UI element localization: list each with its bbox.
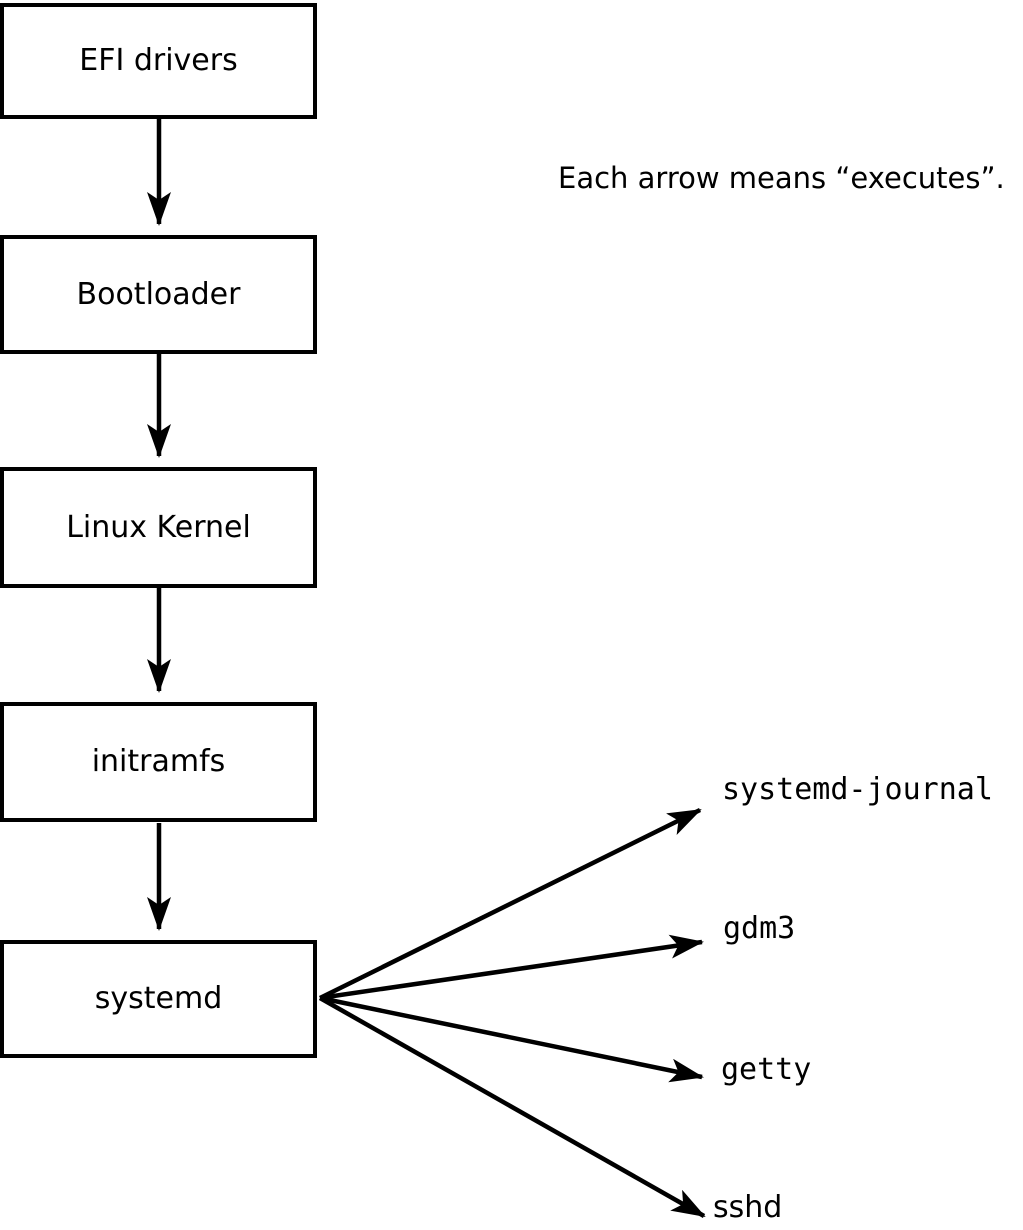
arrow-systemd-to-gdm3 — [319, 934, 704, 1001]
box-systemd-label: systemd — [94, 981, 223, 1016]
label-sshd: sshd — [713, 1190, 783, 1225]
label-systemd-journal: systemd-journal — [722, 772, 993, 807]
box-linux-kernel: Linux Kernel — [0, 467, 317, 588]
box-linux-kernel-label: Linux Kernel — [66, 509, 251, 545]
arrow-meaning-note: Each arrow means “executes”. — [558, 161, 1005, 195]
box-initramfs: initramfs — [0, 702, 317, 822]
box-systemd: systemd — [0, 940, 317, 1058]
arrow-systemd-to-sshd — [318, 996, 706, 1218]
label-getty: getty — [721, 1052, 812, 1087]
box-bootloader: Bootloader — [0, 235, 317, 354]
box-efi-drivers-label: EFI drivers — [79, 43, 238, 78]
box-initramfs-label: initramfs — [91, 744, 226, 779]
box-bootloader-label: Bootloader — [76, 276, 241, 312]
arrow-systemd-to-journal — [319, 807, 702, 1001]
label-gdm3: gdm3 — [723, 911, 796, 946]
box-efi-drivers: EFI drivers — [0, 3, 317, 119]
arrow-systemd-to-getty — [319, 995, 704, 1083]
